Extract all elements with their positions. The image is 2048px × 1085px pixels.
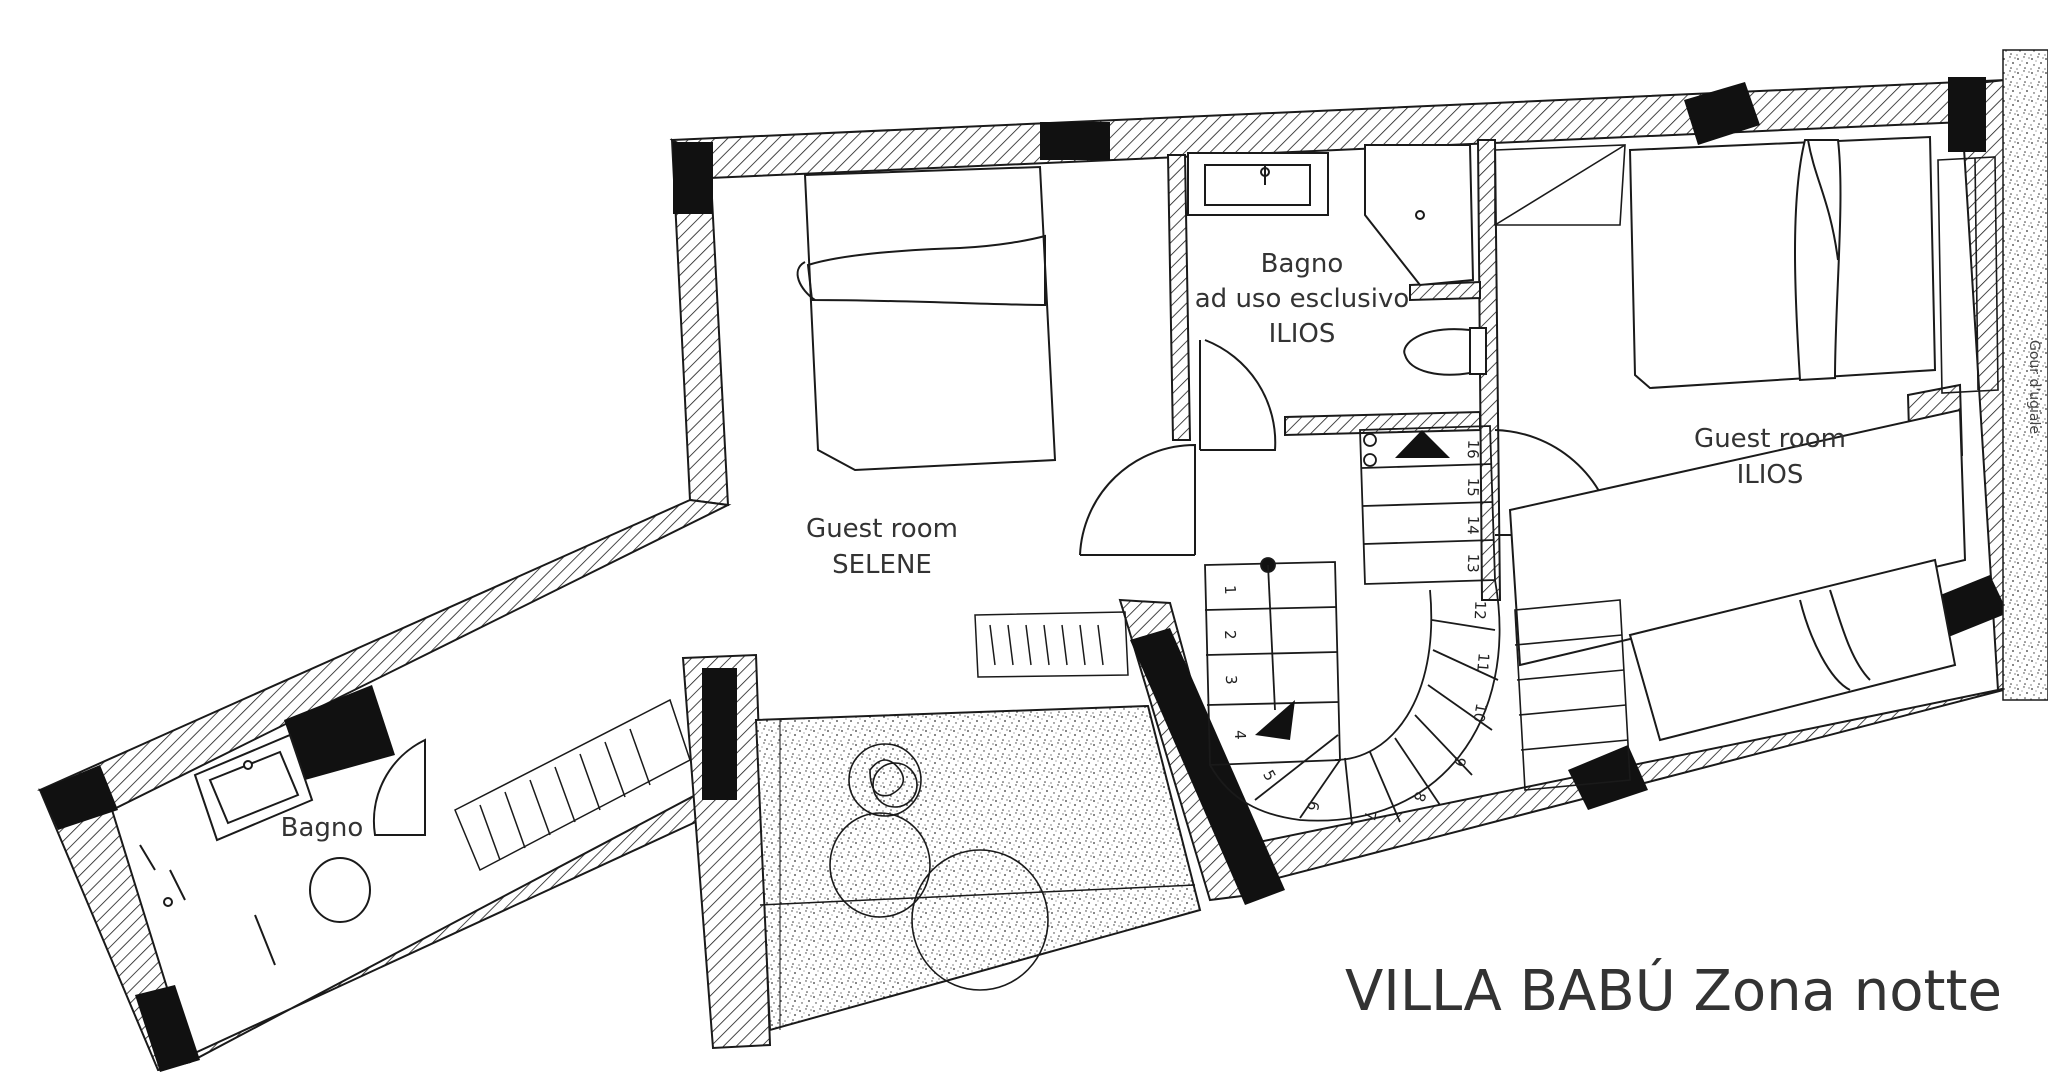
room-ilios-label-1: Guest room xyxy=(1694,424,1846,454)
street-label: Gour d'ugiale xyxy=(2026,340,2042,434)
column-left-bottom xyxy=(135,985,200,1072)
column-patio xyxy=(702,668,737,800)
step-11: 11 xyxy=(1473,652,1493,673)
step-8: 8 xyxy=(1410,789,1430,804)
bath-fixtures xyxy=(139,733,371,966)
step-7: 7 xyxy=(1360,810,1379,823)
wall-corridor-lower xyxy=(157,788,707,1071)
column-ilios-bottom xyxy=(1928,575,2008,638)
column-stair-diagonal xyxy=(1130,628,1285,905)
bath-ilios-fixtures xyxy=(1187,144,1487,376)
room-ilios-label-2: ILIOS xyxy=(1737,460,1804,490)
stair-curve-outer xyxy=(1209,579,1501,822)
step-6: 6 xyxy=(1303,800,1322,813)
wall-bath-bottom xyxy=(1284,410,1481,437)
column-top-2 xyxy=(1684,82,1760,145)
column-bath-left xyxy=(284,685,395,780)
stair-curve-inner xyxy=(1334,589,1433,761)
wall-corridor-upper xyxy=(37,498,732,812)
step-3: 3 xyxy=(1222,675,1240,685)
bagno-label: Bagno xyxy=(281,813,364,843)
sofa-ilios xyxy=(1508,408,1967,742)
bath-toilet xyxy=(309,857,371,923)
bagno-ilios-label-1: Bagno xyxy=(1261,249,1344,279)
stair-arrow-down xyxy=(1255,700,1295,740)
plants xyxy=(829,743,1049,991)
step-5: 5 xyxy=(1259,767,1279,784)
staircase xyxy=(1204,425,1501,826)
step-13: 13 xyxy=(1464,553,1483,573)
step-numbers: 1 2 3 4 5 6 7 8 9 10 11 12 13 14 15 16 xyxy=(1221,439,1493,822)
column-bottom-right xyxy=(1568,745,1648,810)
patio-floor xyxy=(754,704,1202,1032)
room-selene-label-2: SELENE xyxy=(832,550,932,580)
room-selene-label-1: Guest room xyxy=(806,514,958,544)
step-9: 9 xyxy=(1450,754,1470,769)
step-14: 14 xyxy=(1464,515,1483,535)
patio xyxy=(754,704,1202,1032)
bagno-ilios-label-3: ILIOS xyxy=(1269,319,1336,349)
step-2: 2 xyxy=(1221,630,1239,640)
column-top-1 xyxy=(1040,122,1110,160)
wall-bath-left xyxy=(1166,154,1192,441)
step-16: 16 xyxy=(1464,439,1483,459)
column-top-right xyxy=(1948,77,1986,152)
closets xyxy=(454,611,1129,872)
step-12: 12 xyxy=(1471,600,1490,620)
step-10: 10 xyxy=(1469,702,1490,724)
wall-bath-right xyxy=(1476,139,1502,601)
bagno-ilios-label-2: ad uso esclusivo xyxy=(1195,284,1410,314)
wall-shower-bottom xyxy=(1409,280,1481,302)
bed-selene xyxy=(796,165,1057,472)
stair-landing-ilios xyxy=(1494,144,1999,791)
columns xyxy=(40,77,2008,1072)
bath-ilios-toilet xyxy=(1403,328,1471,376)
step-15: 15 xyxy=(1464,477,1483,497)
edge-text: Gour d'ugiale xyxy=(2002,49,2048,701)
bed-ilios xyxy=(1628,135,1937,390)
step-1: 1 xyxy=(1221,585,1239,595)
plan-title: VILLA BABÚ Zona notte xyxy=(1345,959,2002,1024)
column-selene-top-left xyxy=(673,142,713,214)
room-labels: Guest room SELENE Guest room ILIOS Bagno… xyxy=(281,249,1846,843)
stair-arrow-up xyxy=(1395,430,1450,458)
column-left-end xyxy=(40,765,118,830)
step-4: 4 xyxy=(1231,730,1249,740)
